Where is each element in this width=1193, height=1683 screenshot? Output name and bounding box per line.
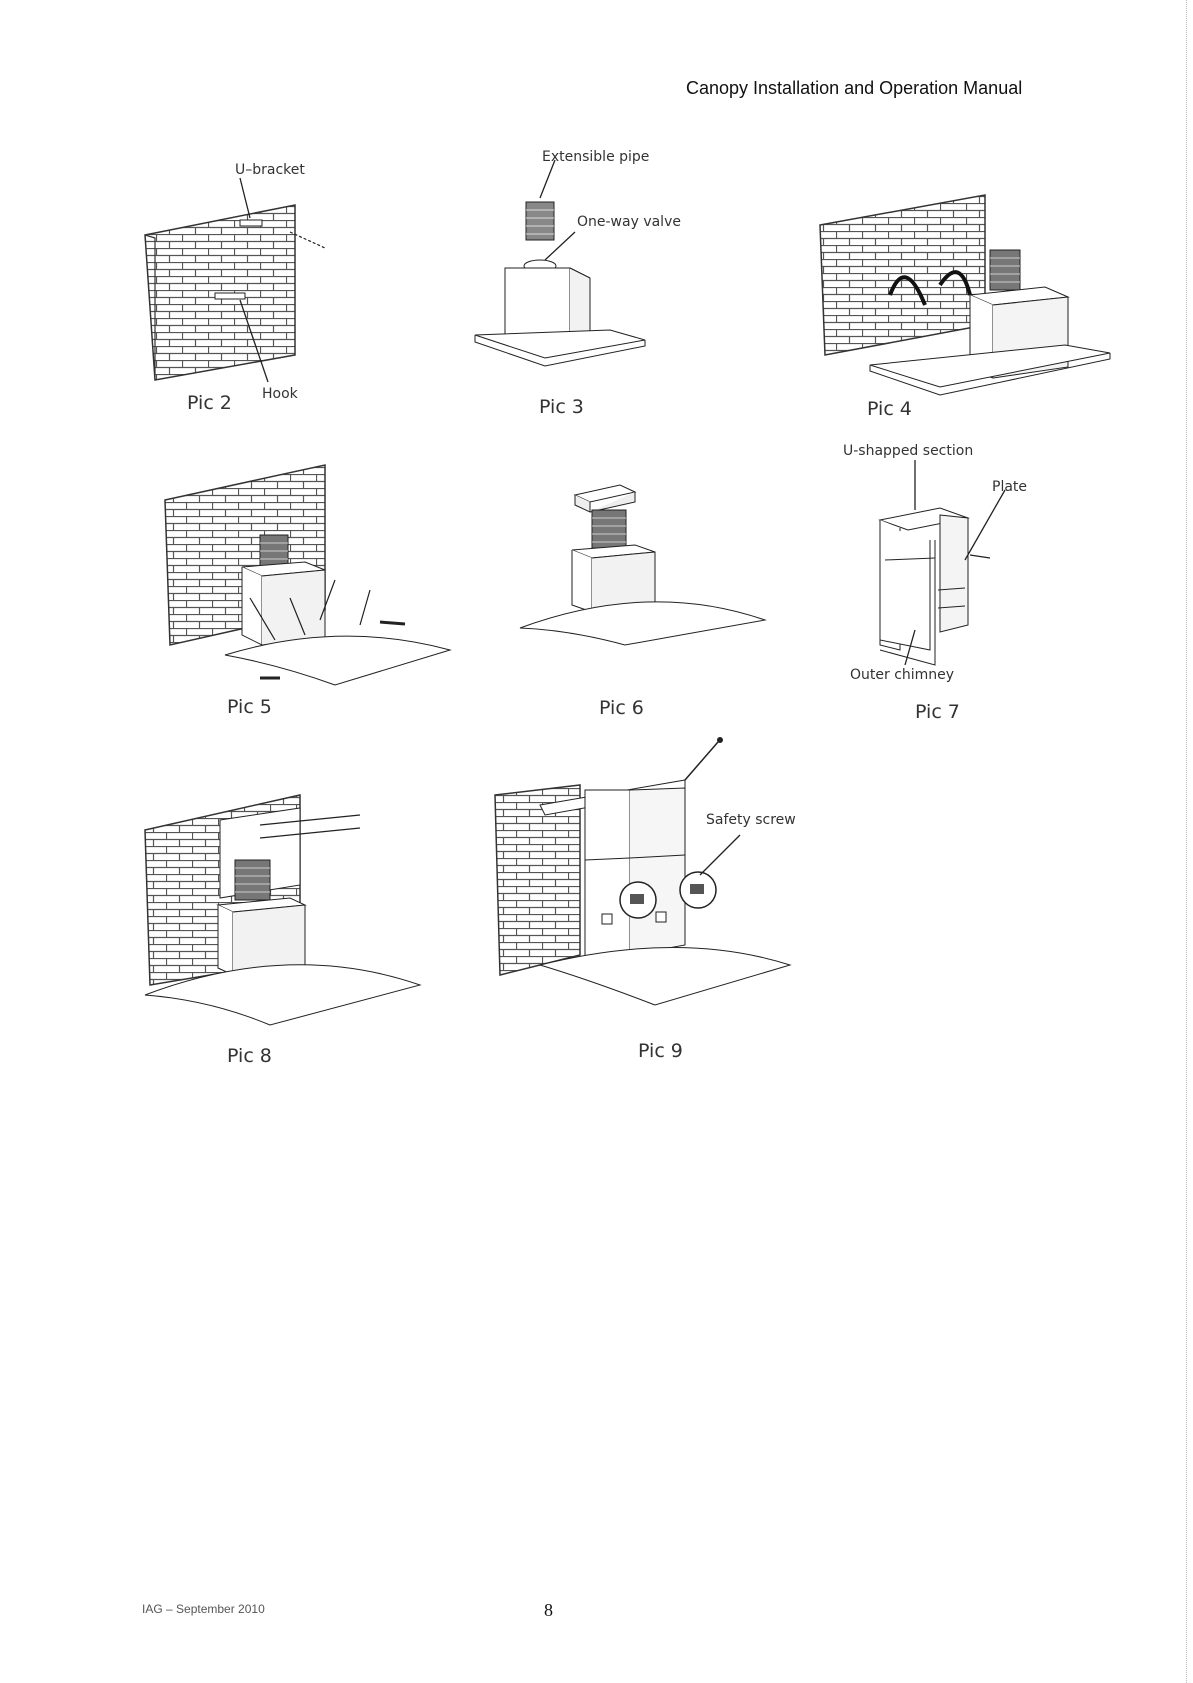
pic5-illustration — [160, 460, 480, 730]
pic8-figure: Pic 8 — [140, 790, 440, 1070]
u-shaped-section-label: U-shapped section — [843, 443, 973, 459]
pic4-caption: Pic 4 — [867, 398, 912, 420]
pic3-caption: Pic 3 — [539, 396, 584, 418]
safety-screw-label: Safety screw — [706, 812, 796, 828]
pic7-caption: Pic 7 — [915, 701, 960, 723]
pic9-illustration — [490, 760, 830, 1070]
u-bracket-label: U–bracket — [235, 162, 305, 178]
pic2-illustration — [130, 150, 370, 420]
pic4-illustration — [810, 175, 1130, 425]
pic8-caption: Pic 8 — [227, 1045, 272, 1067]
pic3-figure: Extensible pipe One-way valve Pic 3 — [460, 140, 710, 420]
extensible-pipe-label: Extensible pipe — [542, 149, 649, 165]
pic2-figure: U–bracket Hook Pic 2 — [130, 150, 370, 420]
hook-label: Hook — [262, 386, 298, 402]
pic4-figure: Pic 4 — [810, 175, 1130, 425]
pic8-illustration — [140, 790, 440, 1070]
plate-label: Plate — [992, 479, 1027, 495]
one-way-valve-label: One-way valve — [577, 214, 681, 230]
pic9-figure: Safety screw Pic 9 — [490, 760, 830, 1070]
pic2-caption: Pic 2 — [187, 392, 232, 414]
page-edge — [1186, 0, 1193, 1683]
pic6-figure: Pic 6 — [510, 470, 790, 730]
pic7-illustration — [840, 440, 1100, 730]
pic7-figure: U-shapped section Plate Outer chimney Pi… — [840, 440, 1100, 730]
pic6-illustration — [510, 470, 790, 730]
pic5-figure: Pic 5 — [160, 460, 480, 730]
footer-left: IAG – September 2010 — [142, 1602, 265, 1616]
outer-chimney-label: Outer chimney — [850, 667, 954, 683]
pic3-illustration — [460, 140, 710, 420]
page-number: 8 — [544, 1600, 553, 1621]
pic5-caption: Pic 5 — [227, 696, 272, 718]
pic6-caption: Pic 6 — [599, 697, 644, 719]
pic9-caption: Pic 9 — [638, 1040, 683, 1062]
page-header: Canopy Installation and Operation Manual — [686, 78, 1022, 99]
